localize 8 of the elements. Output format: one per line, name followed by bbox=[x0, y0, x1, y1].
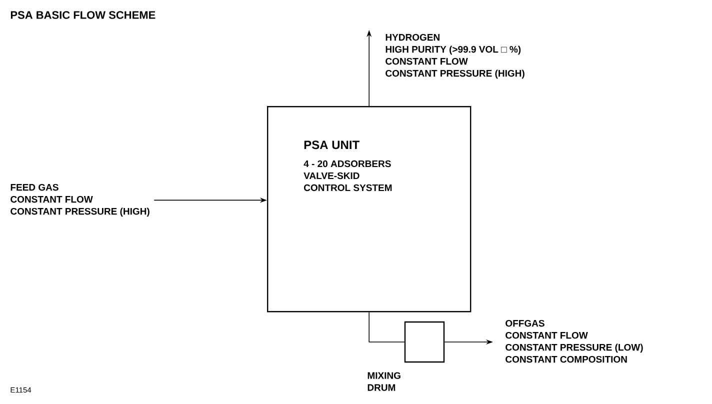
process-box: PSA UNIT 4 - 20 ADSORBERS VALVE-SKID CONTROL SYSTEM bbox=[267, 106, 472, 312]
stream-label: FEED GAS CONSTANT FLOW CONSTANT PRESSURE (HIGH) bbox=[10, 184, 150, 217]
drum-caption: MIXING DRUM bbox=[368, 372, 400, 391]
title: PSA BASIC FLOW SCHEME bbox=[10, 11, 156, 19]
mixing-drum bbox=[404, 321, 445, 363]
stream-label: OFFGAS CONSTANT FLOW CONSTANT PRESSURE (LOW) CONSTANT COMPOSITION bbox=[506, 320, 643, 363]
flow-arrow bbox=[368, 312, 405, 342]
stream-label: HYDROGEN HIGH PURITY (>99.9 VOL □ %) CONSTANT FLOW CONSTANT PRESSURE (HIGH) bbox=[386, 34, 524, 79]
